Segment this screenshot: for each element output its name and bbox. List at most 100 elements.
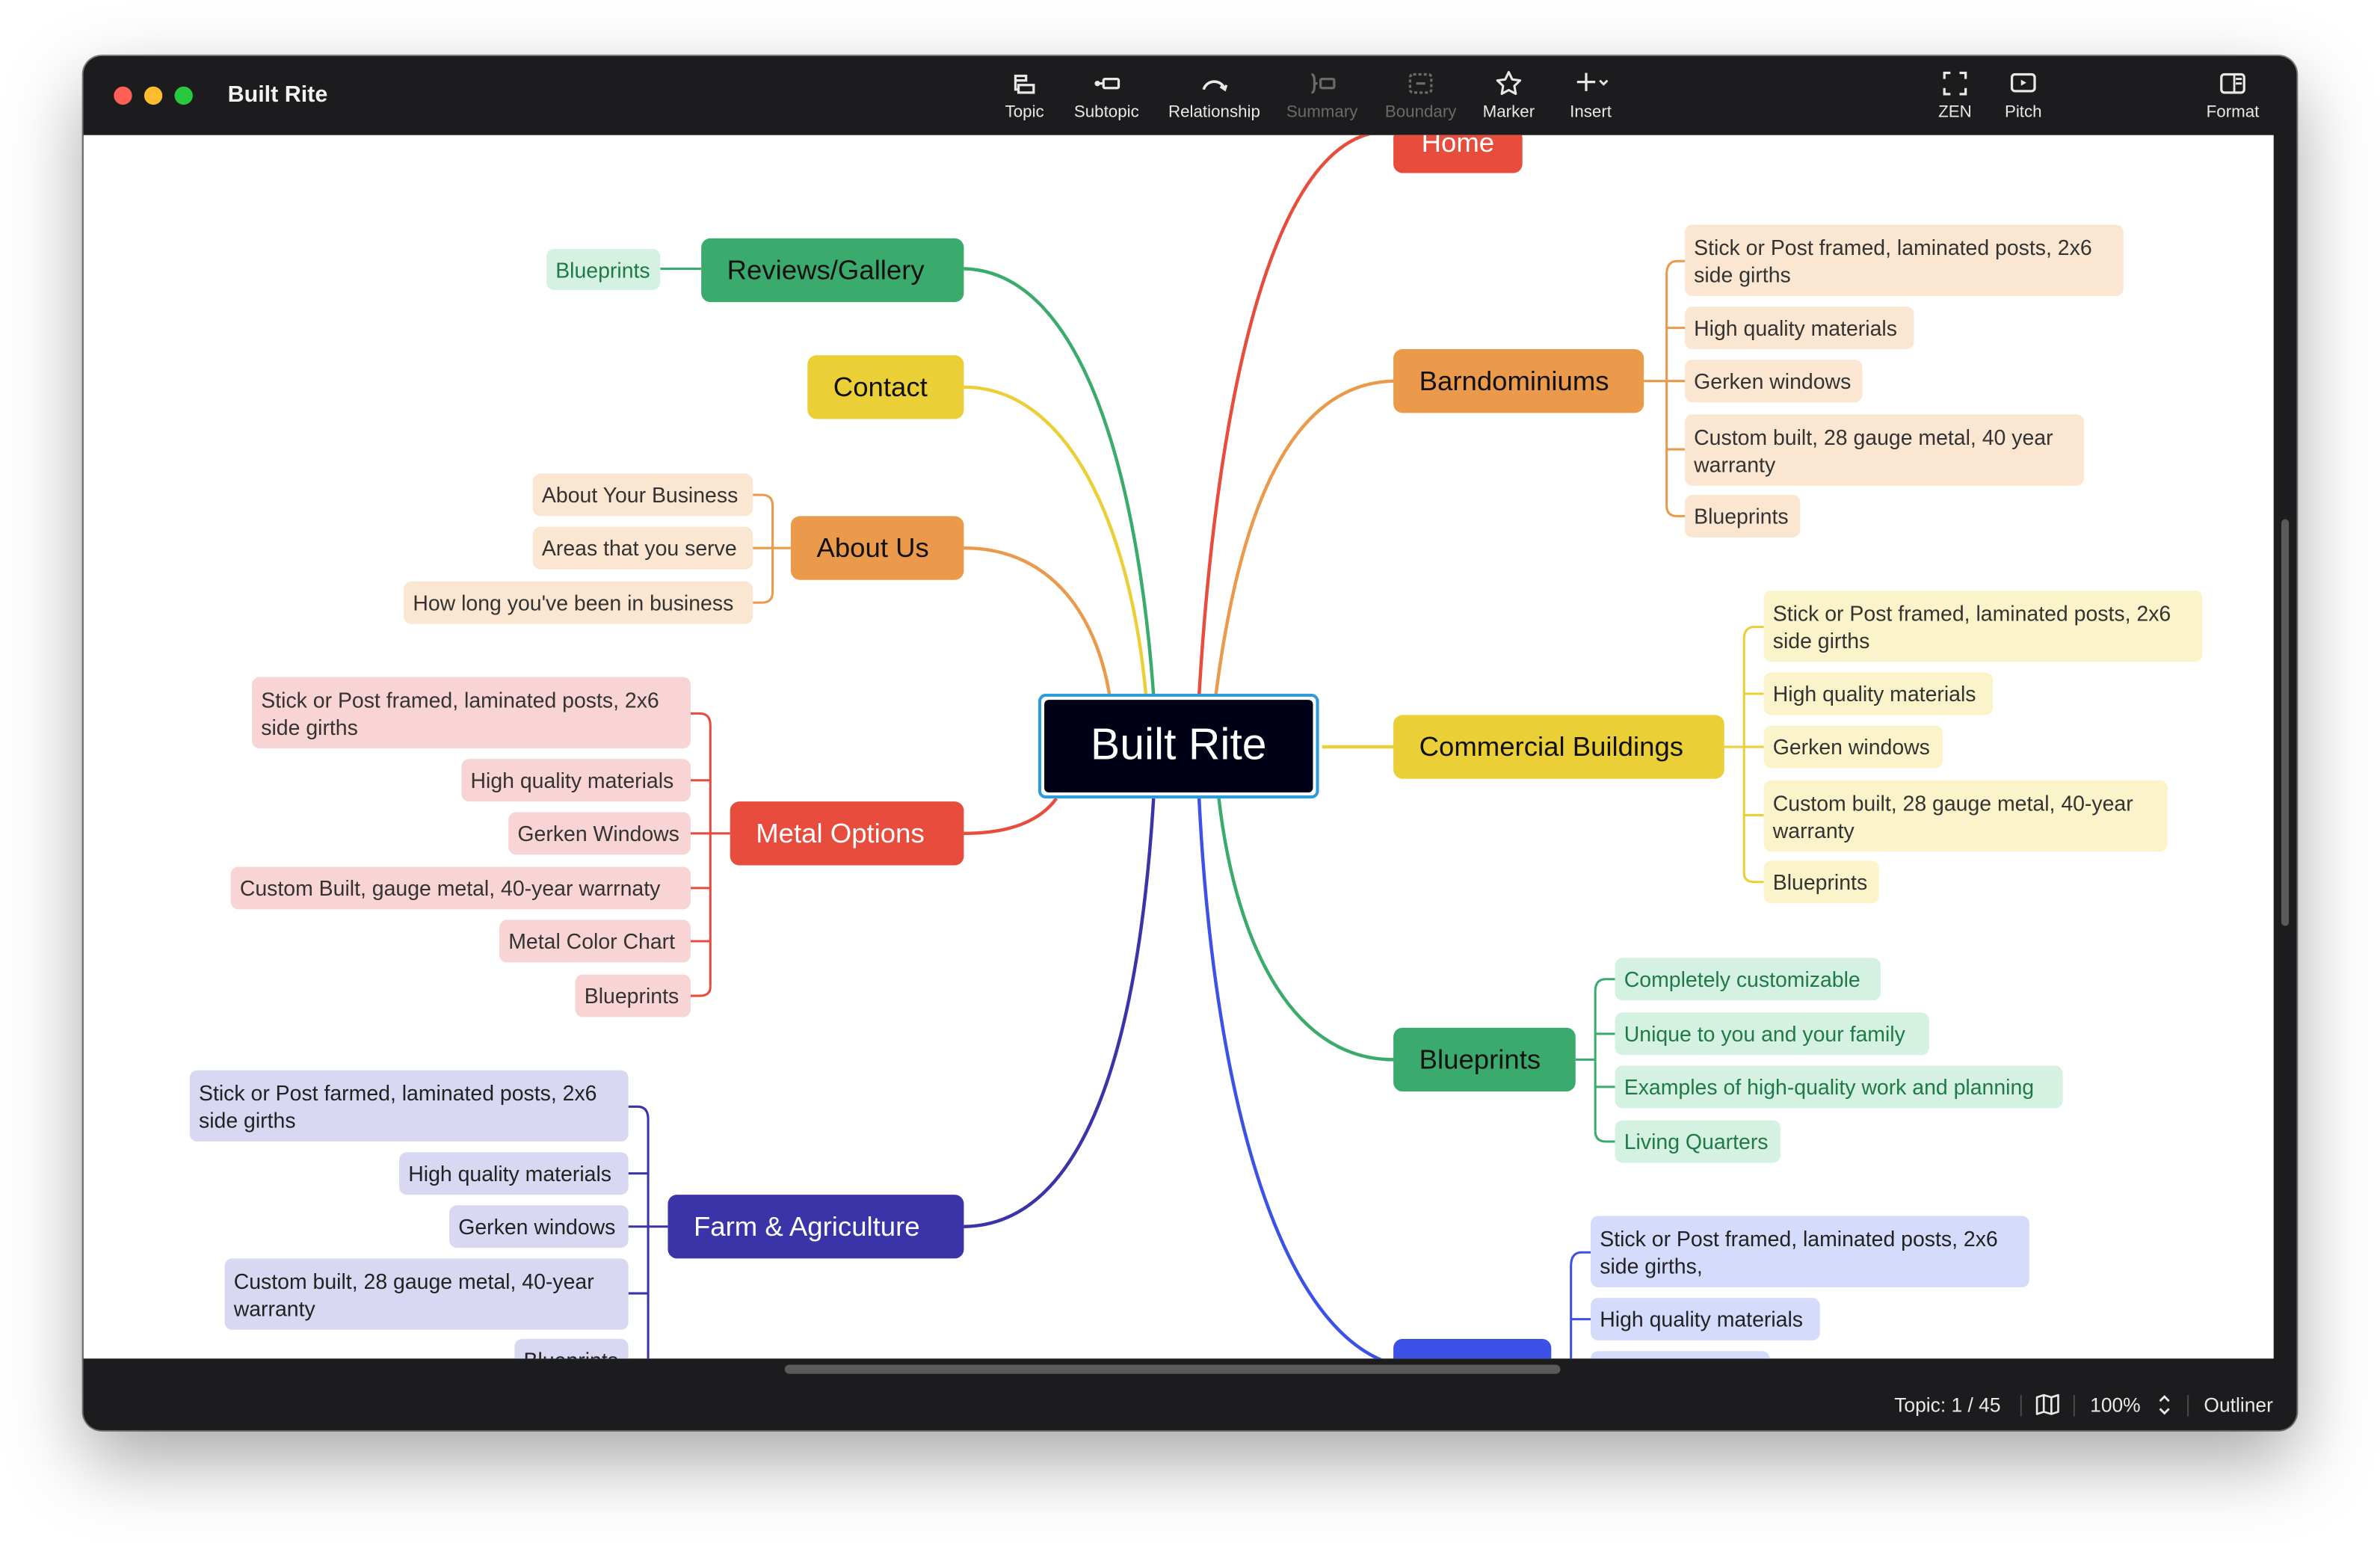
barndo-child-2[interactable]: High quality materials xyxy=(1684,307,1914,350)
format-label: Format xyxy=(2206,103,2260,122)
topic-icon xyxy=(1014,74,1035,94)
blueprints-child-2[interactable]: Unique to you and your family xyxy=(1615,1012,1929,1056)
connector-home xyxy=(1197,135,1372,696)
window-title: Built Rite xyxy=(227,81,328,108)
outliner-button[interactable]: Outliner xyxy=(2204,1393,2273,1417)
summary-label: Summary xyxy=(1286,103,1358,122)
connector-barndominiums xyxy=(1214,379,1396,696)
farm-child-2[interactable]: High quality materials xyxy=(399,1152,629,1195)
farm-child-5[interactable]: Blueprints xyxy=(514,1338,629,1359)
bottom-child-1[interactable]: Stick or Post framed, laminated posts, 2… xyxy=(1591,1216,2029,1287)
subtopic-icon xyxy=(1094,77,1120,90)
connector-metal xyxy=(964,797,1058,836)
bottom-child-2[interactable]: High quality materials xyxy=(1591,1298,1820,1341)
barndo-child-1[interactable]: Stick or Post framed, laminated posts, 2… xyxy=(1684,224,2124,296)
barndo-child-5[interactable]: Blueprints xyxy=(1684,494,1801,538)
status-divider xyxy=(2073,1395,2075,1417)
relationship-button[interactable]: Relationship xyxy=(1162,68,1265,129)
farm-child-4[interactable]: Custom built, 28 gauge metal, 40-year wa… xyxy=(224,1258,629,1330)
zoom-window-button[interactable] xyxy=(174,86,193,105)
boundary-button[interactable]: Boundary xyxy=(1381,68,1461,129)
zen-button[interactable]: ZEN xyxy=(1932,68,1978,129)
commercial-child-1[interactable]: Stick or Post framed, laminated posts, 2… xyxy=(1763,590,2203,662)
boundary-icon xyxy=(1408,73,1433,94)
zoom-stepper-icon[interactable] xyxy=(2157,1392,2171,1418)
topic-commercial-buildings[interactable]: Commercial Buildings xyxy=(1393,715,1724,779)
about-child-1[interactable]: About Your Business xyxy=(532,473,753,517)
subtopic-label: Subtopic xyxy=(1073,103,1139,122)
book-map-icon[interactable] xyxy=(2035,1393,2059,1416)
connector-metal-children xyxy=(690,712,730,997)
connector-bottom-children xyxy=(1570,1251,1591,1359)
farm-child-1[interactable]: Stick or Post farmed, laminated posts, 2… xyxy=(189,1070,629,1142)
vertical-scroll-thumb[interactable] xyxy=(2281,519,2290,926)
topic-button[interactable]: Topic xyxy=(999,68,1050,129)
plus-chevron-icon xyxy=(1576,73,1609,91)
connector-barndo-children xyxy=(1644,259,1685,517)
blueprints-child-4[interactable]: Living Quarters xyxy=(1615,1120,1781,1163)
marker-button[interactable]: Marker xyxy=(1480,68,1538,129)
horizontal-scroll-thumb[interactable] xyxy=(784,1364,1561,1374)
zoom-level[interactable]: 100% xyxy=(2090,1393,2141,1417)
metal-child-2[interactable]: High quality materials xyxy=(461,759,691,802)
connector-lines xyxy=(628,135,1764,1359)
reviews-child-blueprints[interactable]: Blueprints xyxy=(546,249,661,290)
commercial-child-2[interactable]: High quality materials xyxy=(1763,672,1994,715)
status-divider xyxy=(2187,1395,2189,1417)
topic-reviews-gallery[interactable]: Reviews/Gallery xyxy=(701,238,964,303)
topic-about-us[interactable]: About Us xyxy=(790,516,964,580)
marker-label: Marker xyxy=(1482,103,1535,122)
blueprints-child-3[interactable]: Examples of high-quality work and planni… xyxy=(1615,1065,2063,1109)
farm-child-3[interactable]: Gerken windows xyxy=(449,1205,629,1248)
vertical-scrollbar[interactable] xyxy=(2273,135,2297,1359)
pitch-button[interactable]: Pitch xyxy=(1999,68,2047,129)
insert-button[interactable]: Insert xyxy=(1562,68,1619,129)
barndo-child-3[interactable]: Gerken windows xyxy=(1684,360,1863,403)
connector-blueprint-children xyxy=(1575,978,1615,1143)
subtopic-button[interactable]: Subtopic xyxy=(1067,68,1147,129)
commercial-child-3[interactable]: Gerken windows xyxy=(1763,725,1943,769)
metal-child-1[interactable]: Stick or Post framed, laminated posts, 2… xyxy=(252,677,691,749)
close-window-button[interactable] xyxy=(114,86,132,105)
commercial-child-4[interactable]: Custom built, 28 gauge metal, 40-year wa… xyxy=(1763,780,2168,852)
bottom-child-3[interactable] xyxy=(1591,1351,1770,1359)
summary-button[interactable]: Summary xyxy=(1283,68,1362,129)
metal-child-5[interactable]: Metal Color Chart xyxy=(499,920,691,963)
metal-child-4[interactable]: Custom Built, gauge metal, 40-year warrn… xyxy=(230,866,691,910)
topic-contact[interactable]: Contact xyxy=(807,355,964,419)
commercial-child-5[interactable]: Blueprints xyxy=(1763,860,1879,904)
insert-label: Insert xyxy=(1570,103,1612,122)
status-divider xyxy=(2020,1395,2022,1417)
relationship-label: Relationship xyxy=(1168,103,1260,122)
relationship-icon xyxy=(1202,80,1228,92)
connector-blueprints xyxy=(1217,798,1396,1062)
connector-reviews xyxy=(964,267,1156,696)
topic-commercial-label: Commercial Buildings xyxy=(1419,731,1684,763)
topic-blueprints[interactable]: Blueprints xyxy=(1393,1027,1576,1092)
about-child-3[interactable]: How long you've been in business xyxy=(404,581,753,624)
topic-count: Topic: 1 / 45 xyxy=(1894,1393,2001,1417)
topic-metal-options[interactable]: Metal Options xyxy=(730,801,964,866)
barndo-child-4[interactable]: Custom built, 28 gauge metal, 40 year wa… xyxy=(1684,414,2085,486)
topic-home-label: Home xyxy=(1421,135,1495,158)
sidebar-panel-icon xyxy=(2220,73,2245,94)
metal-child-6[interactable]: Blueprints xyxy=(575,974,691,1017)
topic-home[interactable]: Home xyxy=(1393,135,1523,173)
star-icon xyxy=(1496,70,1522,96)
metal-child-3[interactable]: Gerken Windows xyxy=(508,812,691,855)
topic-barndo-label: Barndominiums xyxy=(1419,366,1609,396)
central-topic[interactable]: Built Rite xyxy=(1038,693,1319,799)
mindmap-canvas[interactable]: Built Rite Home Reviews/Gallery Blueprin… xyxy=(83,135,2274,1359)
blueprints-child-1[interactable]: Completely customizable xyxy=(1615,958,1881,1001)
minimize-window-button[interactable] xyxy=(144,86,163,105)
title-bar: Built Rite Topic Subtopic Relationship S… xyxy=(83,56,2297,135)
topic-barndominiums[interactable]: Barndominiums xyxy=(1393,349,1644,413)
format-button[interactable]: Format xyxy=(2199,68,2266,129)
about-child-2[interactable]: Areas that you serve xyxy=(532,526,753,570)
topic-farm-agriculture[interactable]: Farm & Agriculture xyxy=(668,1195,964,1259)
topic-blueprints-label: Blueprints xyxy=(1419,1044,1541,1075)
horizontal-scrollbar[interactable] xyxy=(83,1358,2297,1380)
connector-about-children xyxy=(753,493,791,604)
topic-bottom-clipped[interactable] xyxy=(1393,1338,1552,1359)
boundary-label: Boundary xyxy=(1384,103,1457,122)
